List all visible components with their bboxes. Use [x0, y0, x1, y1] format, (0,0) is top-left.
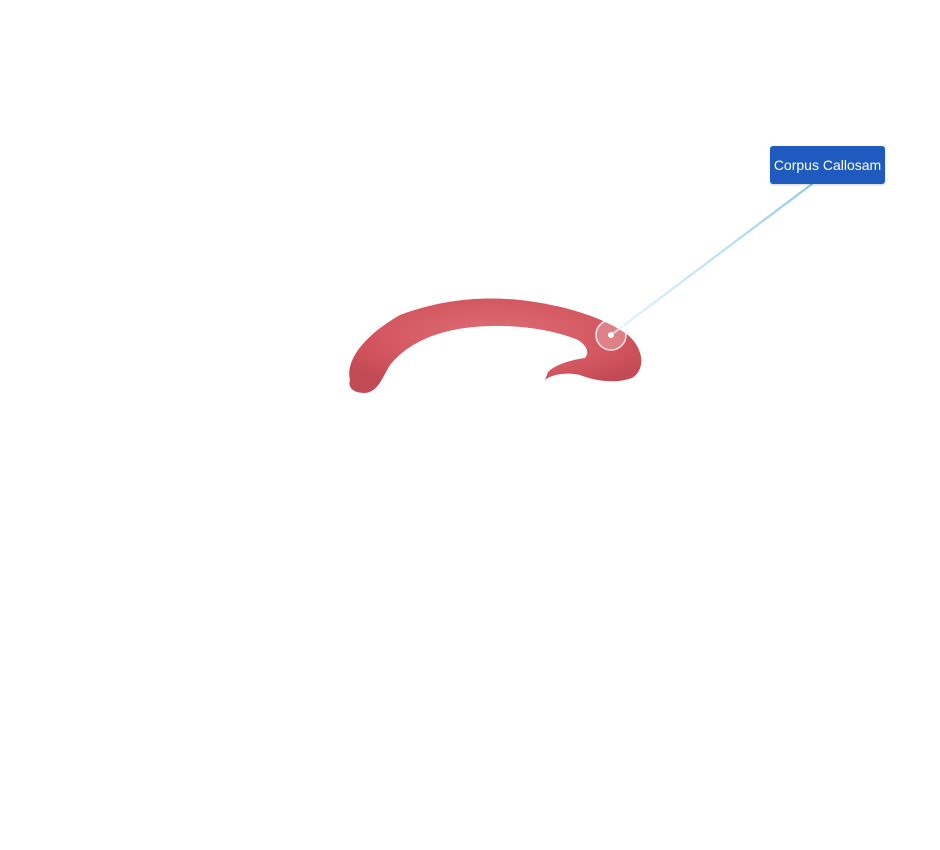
structure-label[interactable]: Corpus Callosam: [770, 146, 885, 184]
hotspot-marker-dot: [608, 332, 614, 338]
leader-line: [609, 182, 814, 337]
corpus-callosum-shape[interactable]: [349, 298, 642, 393]
